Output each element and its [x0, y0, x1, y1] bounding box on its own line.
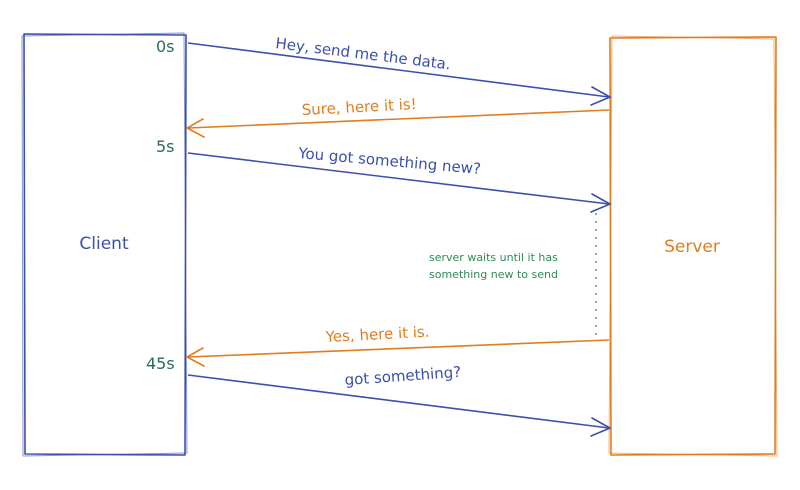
arrow-response-1 [185, 109, 610, 138]
time-label-0s: 0s [156, 37, 175, 56]
message-request-1: Hey, send me the data. [275, 34, 452, 73]
note-line-2: something new to send [429, 268, 558, 281]
server-label: Server [664, 237, 720, 257]
arrow-response-2 [185, 339, 610, 367]
arrow-request-2 [187, 152, 612, 213]
arrow-request-3 [187, 374, 612, 437]
message-request-3: got something? [344, 363, 462, 389]
time-label-45s: 45s [146, 354, 175, 373]
arrow-request-1 [187, 42, 612, 106]
message-request-2: You got something new? [297, 144, 482, 178]
client-label: Client [79, 234, 129, 254]
message-response-2: Yes, here it is. [324, 323, 430, 346]
message-response-1: Sure, here it is! [301, 95, 417, 119]
client-box [21, 32, 188, 457]
time-label-5s: 5s [156, 137, 175, 156]
note-line-1: server waits until it has [429, 251, 558, 264]
server-box [608, 35, 778, 457]
